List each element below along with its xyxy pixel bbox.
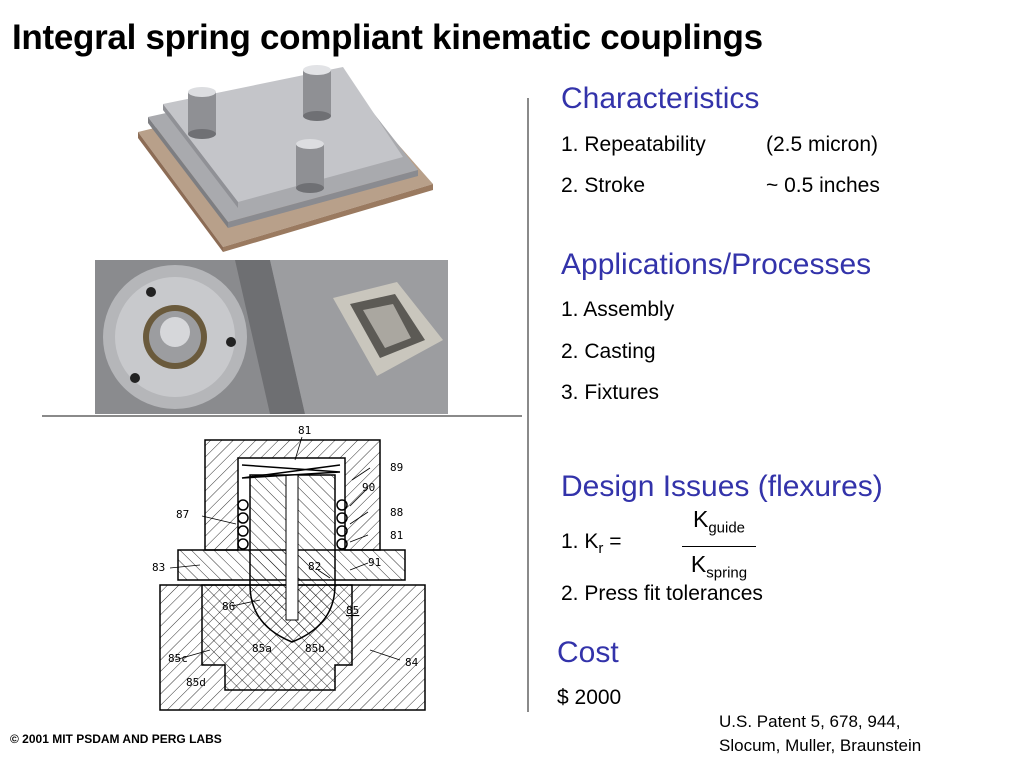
application-item-fixtures: 3. Fixtures bbox=[561, 381, 660, 404]
patent-line-2: Slocum, Muller, Braunstein bbox=[719, 736, 922, 755]
patent-citation: U.S. Patent 5, 678, 944, Slocum, Muller,… bbox=[719, 710, 921, 758]
application-item-assembly: 1. Assembly bbox=[561, 298, 675, 321]
application-item-casting: 2. Casting bbox=[561, 340, 656, 363]
label-91: 91 bbox=[368, 556, 381, 569]
label-82: 82 bbox=[308, 560, 321, 573]
copyright-notice: © 2001 MIT PSDAM AND PERG LABS bbox=[10, 732, 222, 746]
label-88: 88 bbox=[390, 506, 403, 519]
label-83: 83 bbox=[152, 561, 165, 574]
characteristic-value-stroke: ~ 0.5 inches bbox=[766, 174, 880, 197]
characteristic-label-repeatability: 1. Repeatability bbox=[561, 133, 706, 156]
fraction-denominator: Kspring bbox=[690, 550, 748, 582]
design-item-press-fit: 2. Press fit tolerances bbox=[561, 582, 763, 605]
kr-subscript: r bbox=[598, 540, 604, 558]
design-item-kr: 1. Kr = bbox=[561, 530, 621, 557]
fraction-numerator: Kguide bbox=[692, 506, 746, 537]
cost-value: $ 2000 bbox=[557, 686, 622, 709]
photo-coupling-plates bbox=[128, 62, 438, 252]
design-issues-heading: Design Issues (flexures) bbox=[561, 470, 883, 503]
characteristic-label-stroke: 2. Stroke bbox=[561, 174, 646, 197]
label-85c: 85c bbox=[168, 652, 188, 665]
horizontal-divider bbox=[42, 415, 522, 417]
patent-line-1: U.S. Patent 5, 678, 944, bbox=[719, 712, 901, 731]
label-85b: 85b bbox=[305, 642, 325, 655]
photo-coupling-closeup bbox=[95, 260, 448, 414]
label-84: 84 bbox=[405, 656, 419, 669]
label-85: 85 bbox=[346, 604, 359, 617]
label-81-side: 81 bbox=[390, 529, 403, 542]
characteristics-heading: Characteristics bbox=[561, 82, 760, 115]
label-85a: 85a bbox=[252, 642, 272, 655]
label-86: 86 bbox=[222, 600, 235, 613]
kr-prefix: 1. K bbox=[561, 530, 599, 553]
applications-heading: Applications/Processes bbox=[561, 248, 872, 281]
label-90: 90 bbox=[362, 481, 375, 494]
label-87: 87 bbox=[176, 508, 189, 521]
label-81-top: 81 bbox=[298, 424, 311, 437]
label-89: 89 bbox=[390, 461, 403, 474]
slide-title: Integral spring compliant kinematic coup… bbox=[12, 18, 763, 57]
kr-equals: = bbox=[603, 530, 622, 553]
kr-fraction: Kguide Kspring bbox=[682, 505, 756, 587]
cost-heading: Cost bbox=[557, 636, 619, 669]
patent-cross-section-drawing: 81 89 90 88 81 87 83 82 91 86 85 85a 85b… bbox=[140, 420, 445, 712]
label-85d: 85d bbox=[186, 676, 206, 689]
characteristic-value-repeatability: (2.5 micron) bbox=[766, 133, 879, 156]
vertical-divider bbox=[527, 98, 529, 712]
fraction-bar bbox=[682, 545, 756, 547]
